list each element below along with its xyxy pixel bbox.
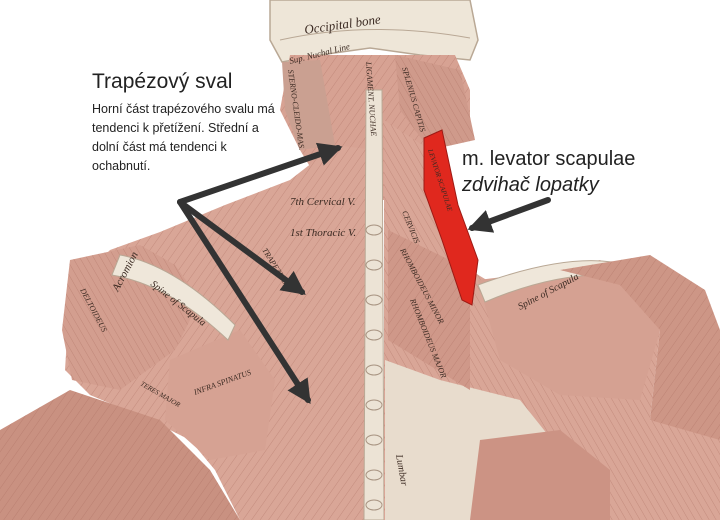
label-cervical-7: 7th Cervical V. (290, 196, 355, 208)
levator-title: m. levator scapulae (462, 148, 636, 170)
arrow-middle-trapezius (177, 199, 306, 295)
arrow-upper-trapezius (177, 142, 343, 205)
occipital-bone (269, 0, 479, 63)
trapezius-title: Trapézový sval (92, 70, 233, 93)
trapezius-arrows (177, 142, 343, 405)
arrow-lower-trapezius (177, 199, 311, 405)
label-thoracic-1: 1st Thoracic V. (290, 227, 356, 239)
trapezius-description: Horní část trapézového svalu má tendenci… (92, 102, 275, 173)
arrow-levator-scapulae (467, 197, 551, 233)
levator-scapulae-muscle (423, 129, 479, 306)
levator-subtitle: zdvihač lopatky (462, 174, 599, 196)
